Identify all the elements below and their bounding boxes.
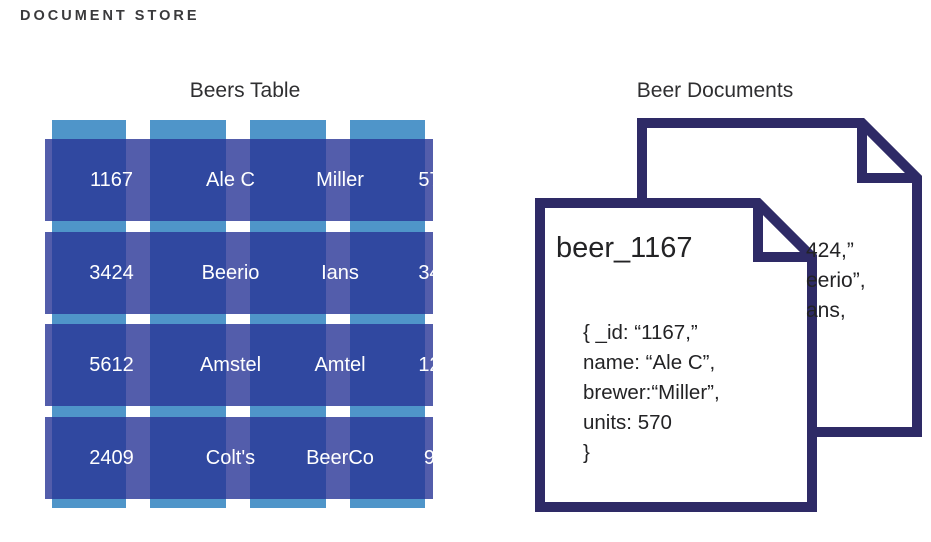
table-cell-units: 340 bbox=[418, 262, 452, 284]
table-row[interactable]: 1167 Ale C Miller 570 bbox=[45, 139, 452, 221]
beers-table-panel: Beers Table 1167 Ale C Miller 570 3424 B… bbox=[45, 79, 452, 508]
table-cell-id: 3424 bbox=[89, 262, 134, 284]
back-document-snippet: 424,” eerio”, ans, bbox=[806, 239, 866, 322]
front-document-fold-icon bbox=[753, 203, 812, 262]
table-cell-name: Ale C bbox=[206, 169, 255, 191]
table-row[interactable]: 5612 Amstel Amtel 121 bbox=[45, 324, 452, 406]
table-cell-id: 2409 bbox=[89, 447, 134, 469]
table-cell-brewer: Ians bbox=[321, 262, 359, 284]
table-cell-brewer: BeerCo bbox=[306, 447, 374, 469]
table-cell-name: Colt's bbox=[205, 447, 256, 469]
table-cell-brewer: Miller bbox=[316, 169, 364, 191]
front-document-outline bbox=[535, 198, 817, 512]
table-row[interactable]: 2409 Colt's BeerCo 98 bbox=[45, 417, 446, 499]
beers-table-title: Beers Table bbox=[189, 79, 301, 102]
table-cell-name: Beerio bbox=[201, 262, 260, 284]
front-document-title: beer_1167 bbox=[556, 232, 693, 264]
table-cell-id: 5612 bbox=[89, 354, 134, 376]
beer-documents-title: Beer Documents bbox=[636, 79, 794, 102]
table-cell-id: 1167 bbox=[89, 169, 133, 191]
table-cell-brewer: Amtel bbox=[314, 354, 366, 376]
table-cell-units: 98 bbox=[423, 447, 447, 469]
front-document-body: { _id: “1167,” name: “Ale C”, brewer:“Mi… bbox=[583, 321, 720, 464]
table-cell-name: Amstel bbox=[199, 354, 262, 376]
front-document-shape[interactable] bbox=[535, 198, 817, 512]
table-cell-units: 570 bbox=[418, 169, 452, 191]
table-cell-units: 121 bbox=[418, 354, 452, 376]
back-document-fold-icon bbox=[857, 123, 917, 183]
table-row[interactable]: 3424 Beerio Ians 340 bbox=[45, 232, 452, 314]
section-heading: DOCUMENT STORE bbox=[20, 8, 200, 24]
